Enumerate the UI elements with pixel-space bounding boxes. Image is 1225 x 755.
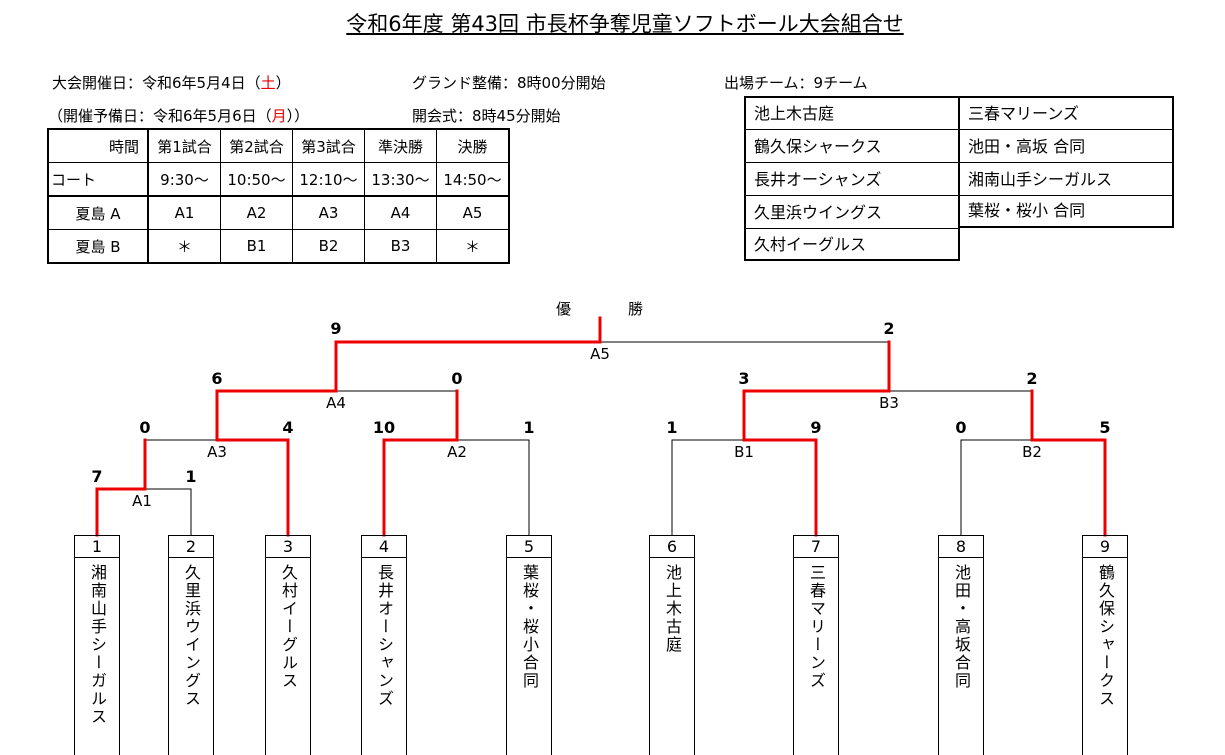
reserve-date: （開催予備日：令和6年5月6日（月））: [48, 105, 309, 126]
reserve-date-suffix: ））: [286, 107, 310, 125]
match-cell: A5: [436, 195, 510, 230]
match-score: 1: [666, 418, 678, 437]
team-number: 1: [75, 536, 119, 558]
game-time: 9:30〜: [147, 162, 221, 197]
team-list-item: 鶴久保シャークス: [746, 131, 960, 163]
schedule-table: 時間 第1試合 第2試合 第3試合 準決勝 決勝 コート 9:30〜 10:50…: [47, 128, 510, 264]
match-cell: A4: [364, 195, 437, 230]
team-name: 池上木古庭: [663, 564, 682, 654]
team-box: 7 三春マリーンズ: [793, 535, 839, 755]
match-score: 5: [1099, 418, 1111, 437]
match-cell: A3: [292, 195, 365, 230]
team-name: 三春マリーンズ: [807, 564, 826, 690]
team-box: 3 久村イーグルス: [265, 535, 311, 755]
team-list: 池上木古庭 鶴久保シャークス 長井オーシャンズ 久里浜ウイングス 久村イーグルス…: [744, 96, 1174, 261]
match-label: A5: [590, 345, 610, 363]
match-cell: B2: [292, 229, 365, 264]
game-time: 13:30〜: [364, 162, 437, 197]
team-number: 9: [1083, 536, 1127, 558]
event-date-text: 大会開催日：令和6年5月4日（: [52, 74, 261, 92]
match-label: A1: [132, 492, 152, 510]
game-time: 12:10〜: [292, 162, 365, 197]
team-name: 鶴久保シャークス: [1096, 564, 1115, 708]
match-label: B3: [879, 394, 899, 412]
team-number: 6: [650, 536, 694, 558]
team-list-item: 池田・高坂 合同: [960, 131, 1174, 163]
match-label: B2: [1022, 443, 1042, 461]
team-name: 長井オーシャンズ: [375, 564, 394, 708]
team-number: 7: [794, 536, 838, 558]
team-name: 久村イーグルス: [279, 564, 298, 690]
game-time: 14:50〜: [436, 162, 510, 197]
team-list-item: 池上木古庭: [746, 98, 960, 130]
team-list-item: 葉桜・桜小 合同: [968, 201, 1086, 220]
match-label: A4: [326, 394, 346, 412]
team-number: 5: [507, 536, 551, 558]
ground-prep: グランド整備：8時00分開始: [412, 74, 606, 92]
match-score: 10: [372, 418, 396, 437]
corner-court: コート: [47, 162, 149, 197]
team-box: 9 鶴久保シャークス: [1082, 535, 1128, 755]
match-score: 1: [185, 467, 197, 486]
match-score: 0: [955, 418, 967, 437]
match-score: 3: [738, 369, 750, 388]
teams-count: 出場チーム：9チーム: [724, 74, 868, 92]
team-box: 2 久里浜ウイングス: [168, 535, 214, 755]
match-score: 2: [1026, 369, 1038, 388]
event-date: 大会開催日：令和6年5月4日（土）: [52, 72, 291, 93]
opening-ceremony: 開会式：8時45分開始: [412, 107, 561, 125]
team-list-item: 湘南山手シーガルス: [960, 164, 1174, 196]
team-number: 2: [169, 536, 213, 558]
match-score: 0: [451, 369, 463, 388]
match-score: 0: [139, 418, 151, 437]
team-box: 1 湘南山手シーガルス: [74, 535, 120, 755]
event-day: 土: [260, 74, 276, 92]
match-cell: B1: [220, 229, 293, 264]
match-score: 9: [810, 418, 822, 437]
team-name: 池田・高坂合同: [952, 564, 971, 690]
match-score: 4: [282, 418, 294, 437]
match-score: 6: [211, 369, 223, 388]
team-number: 3: [266, 536, 310, 558]
reserve-day: 月: [271, 107, 287, 125]
team-name: 湘南山手シーガルス: [88, 564, 107, 726]
game-header: 決勝: [436, 128, 510, 163]
team-box: 5 葉桜・桜小合同: [506, 535, 552, 755]
champion-label: 勝: [628, 300, 644, 318]
match-score: 2: [883, 319, 895, 338]
team-name: 葉桜・桜小合同: [520, 564, 539, 690]
team-number: 8: [939, 536, 983, 558]
match-score: 9: [330, 319, 342, 338]
court-name: 夏島 B: [47, 229, 149, 264]
page-title: 令和6年度 第43回 市長杯争奪児童ソフトボール大会組合せ: [346, 12, 904, 36]
team-list-item: 久里浜ウイングス: [746, 197, 960, 229]
team-number: 4: [362, 536, 406, 558]
event-date-suffix: ）: [275, 74, 291, 92]
match-cell: A2: [220, 195, 293, 230]
reserve-date-text: （開催予備日：令和6年5月6日（: [48, 107, 272, 125]
team-box: 8 池田・高坂合同: [938, 535, 984, 755]
team-name: 久里浜ウイングス: [182, 564, 201, 708]
match-label: A3: [207, 443, 227, 461]
team-list-item: 久村イーグルス: [754, 235, 867, 254]
team-list-item: 三春マリーンズ: [960, 98, 1174, 130]
match-cell: B3: [364, 229, 437, 264]
team-box: 4 長井オーシャンズ: [361, 535, 407, 755]
match-score: 7: [91, 467, 103, 486]
game-header: 準決勝: [364, 128, 437, 163]
match-score: 1: [523, 418, 535, 437]
match-label: B1: [734, 443, 754, 461]
team-list-item: 長井オーシャンズ: [746, 164, 960, 196]
team-box: 6 池上木古庭: [649, 535, 695, 755]
match-cell: ＊: [436, 229, 510, 264]
match-label: A2: [447, 443, 467, 461]
game-header: 第2試合: [220, 128, 293, 163]
champion-label: 優: [556, 300, 572, 318]
